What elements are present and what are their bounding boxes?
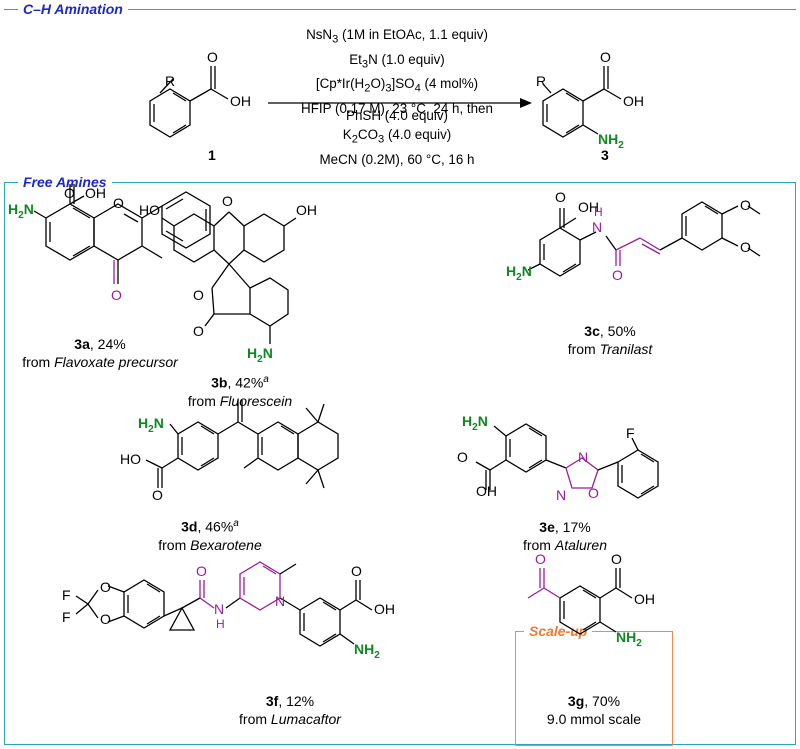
structure-3e: N N O F O OH H2N <box>457 413 659 503</box>
oh-group: OH <box>634 591 655 607</box>
fluorine-2: F <box>62 609 71 625</box>
amine: H2N <box>462 413 488 433</box>
condition-line-5: PhSH (4.0 equiv) <box>346 108 448 123</box>
label-3c: 3c, 50% from Tranilast <box>567 323 653 357</box>
dioxole-o2: O <box>100 611 111 627</box>
carbonyl-o: O <box>600 49 611 65</box>
ring-o: O <box>113 195 124 211</box>
xanthene-o: O <box>222 193 233 209</box>
amine: H2N <box>506 263 532 283</box>
structure-3c: O OH N H O O O H2N <box>506 189 761 283</box>
label-3a: 3a, 24% from Flavoxate precursor <box>22 336 178 370</box>
carbonyl-o: O <box>207 49 218 65</box>
free-amines-title: Free Amines <box>18 174 112 190</box>
product-3: R O OH NH2 <box>536 49 644 151</box>
amine: H2N <box>8 201 34 221</box>
oh-right: OH <box>296 202 317 218</box>
ring-n2: N <box>556 487 566 503</box>
carbonyl-o: O <box>555 189 566 205</box>
structure-3a: O OH O O H2N <box>8 184 211 303</box>
pyridine-n: N <box>275 593 285 609</box>
methoxy-o1: O <box>740 197 751 213</box>
carbonyl-o: O <box>611 551 622 567</box>
o-atom: O <box>64 185 75 201</box>
amide-h: H <box>216 617 225 631</box>
reaction-arrow <box>268 98 532 108</box>
hydroxyl: OH <box>230 93 251 109</box>
scaleup-title: Scale-up <box>524 623 593 639</box>
amide-o: O <box>196 563 207 579</box>
dioxole-o1: O <box>100 579 111 595</box>
compound-1-label: 1 <box>208 147 216 163</box>
condition-line-1: NsN3 (1M in EtOAc, 1.1 equiv) <box>306 27 488 46</box>
reaction-conditions-bottom: PhSH (4.0 equiv) K2CO3 (4.0 equiv) MeCN … <box>262 106 532 169</box>
starting-material-1: R O OH <box>149 49 251 138</box>
ketone-o: O <box>111 287 122 303</box>
carbonyl-o: O <box>193 323 204 339</box>
amide-nh: N <box>592 219 602 235</box>
oh-group: OH <box>578 199 599 215</box>
amine: H2N <box>138 415 164 435</box>
compound-3-label: 3 <box>601 147 609 163</box>
amine-nh2: NH2 <box>598 131 624 151</box>
amination-frame-line <box>4 9 796 10</box>
amide-h: H <box>594 205 603 219</box>
carbonyl-o: O <box>152 487 163 503</box>
r-group: R <box>536 73 546 89</box>
oh-group: OH <box>374 601 395 617</box>
methoxy-o2: O <box>740 239 751 255</box>
oh-group: OH <box>476 483 497 499</box>
condition-line-7: MeCN (0.2M), 60 °C, 16 h <box>319 151 475 167</box>
condition-line-3: [Cp*Ir(H2O)3]SO4 (4 mol%) <box>315 76 479 96</box>
amination-title: C–H Amination <box>18 1 128 17</box>
oh-group: OH <box>85 185 106 201</box>
scaleup-box <box>515 631 673 746</box>
reaction-conditions-top: NsN3 (1M in EtOAc, 1.1 equiv) Et3N (1.0 … <box>262 25 532 118</box>
ho-group: HO <box>120 451 141 467</box>
structure-3b: O HO OH O O H2N <box>139 193 317 365</box>
ho-left: HO <box>139 202 160 218</box>
condition-line-4: HFIP (0.17 M), 23 °C, 24 h, then <box>301 101 493 117</box>
structure-3d: O HO H2N <box>120 400 339 503</box>
carbonyl-o: O <box>457 449 468 465</box>
amine: H2N <box>247 345 273 365</box>
free-amines-frame <box>4 182 796 745</box>
r-group: R <box>165 73 175 89</box>
condition-line-2: Et3N (1.0 equiv) <box>349 51 445 71</box>
lactone-o: O <box>193 287 204 303</box>
condition-line-6: K2CO3 (4.0 equiv) <box>342 127 452 146</box>
label-3d: 3d, 46%a from Bexarotene <box>158 518 262 553</box>
label-3g: 3g, 70% 9.0 mmol scale <box>546 693 642 727</box>
ring-o: O <box>588 485 599 501</box>
structure-3f: O O F F O N H N O OH NH2 <box>62 561 395 661</box>
amine: NH2 <box>616 629 642 649</box>
fluorine: F <box>626 425 635 441</box>
ring-n1: N <box>578 449 588 465</box>
label-3f: 3f, 12% from Lumacaftor <box>239 693 341 727</box>
label-3e: 3e, 17% from Ataluren <box>522 519 608 553</box>
amide-n: N <box>214 601 224 617</box>
fluorine-1: F <box>62 587 71 603</box>
label-3b: 3b, 42%a from Fluorescein <box>187 374 293 409</box>
structure-3g: O O OH NH2 <box>527 551 655 649</box>
amine: NH2 <box>354 641 380 661</box>
amide-o: O <box>612 267 623 283</box>
ketone-o: O <box>535 551 546 567</box>
carbonyl-o: O <box>351 563 362 579</box>
hydroxyl: OH <box>623 93 644 109</box>
